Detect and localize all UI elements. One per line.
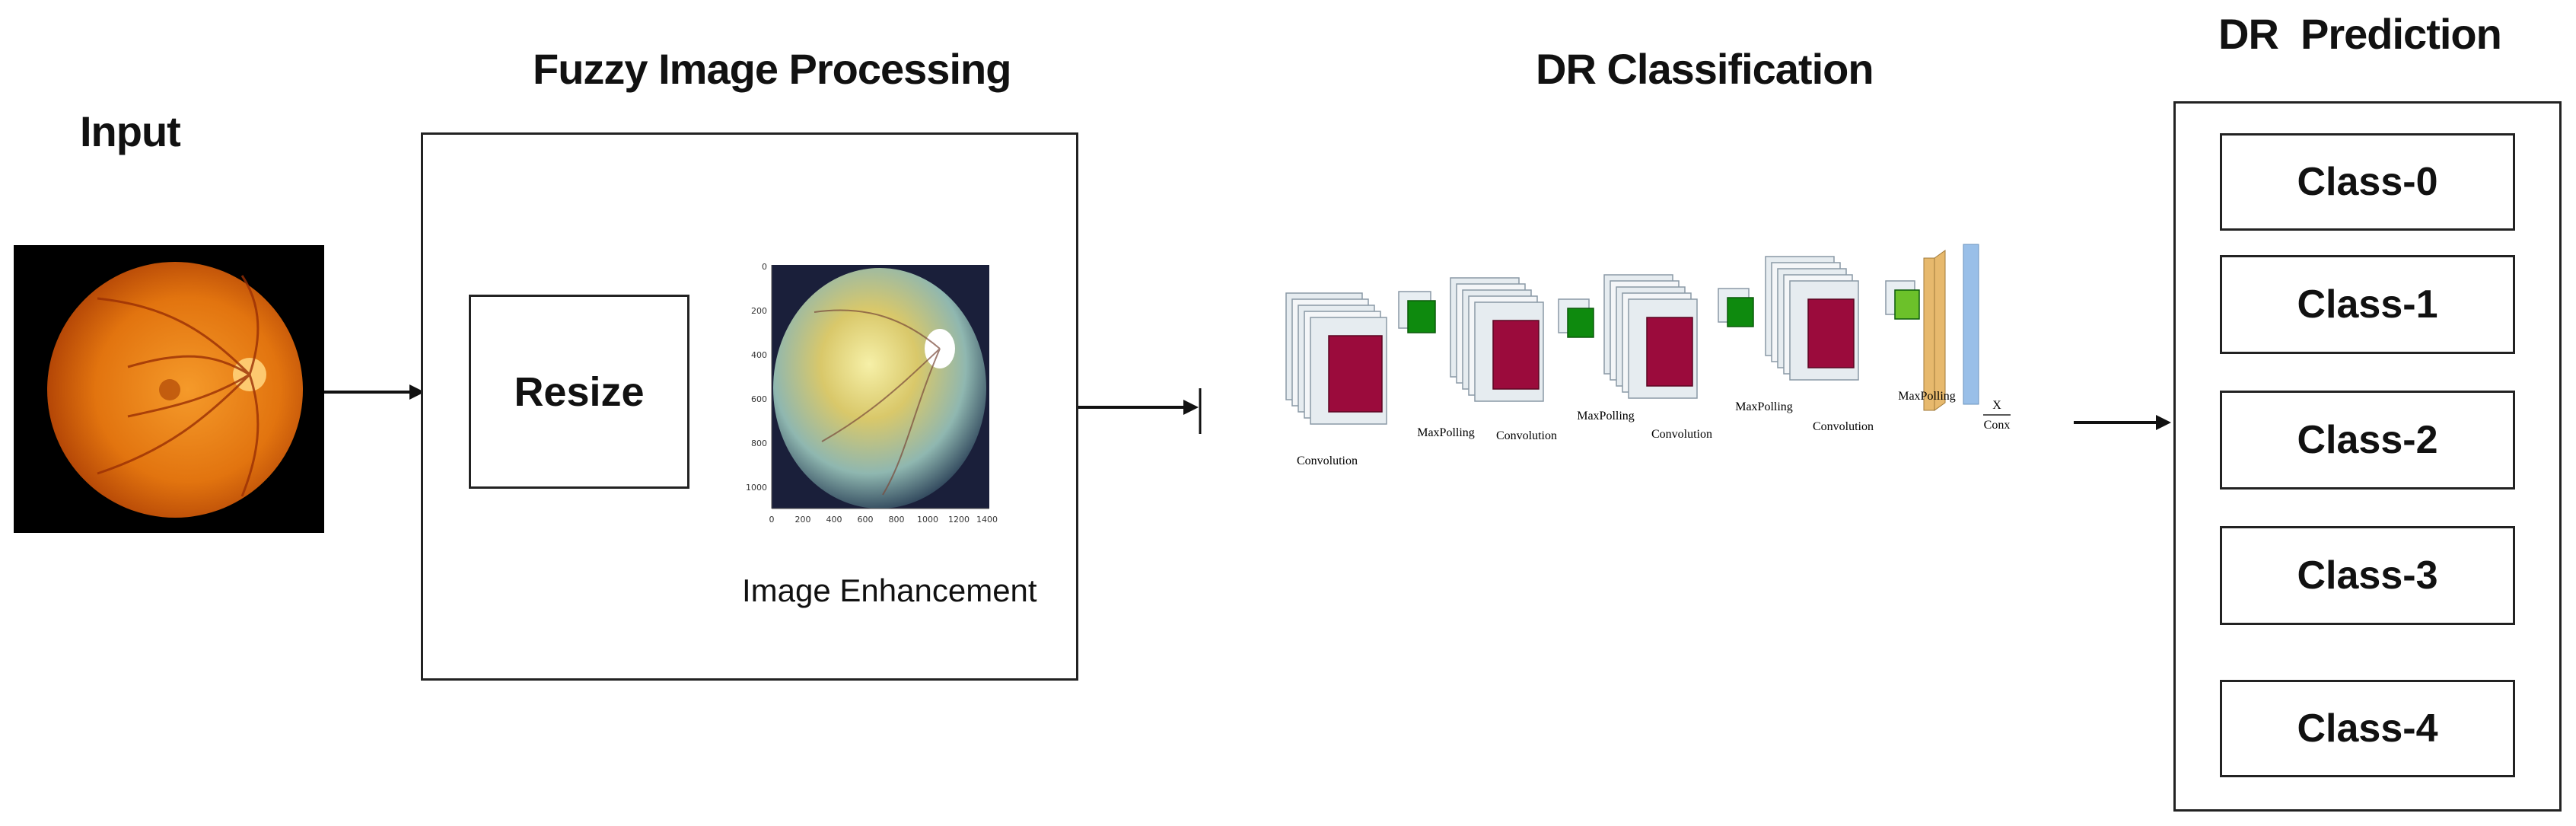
input-retina-image	[14, 245, 324, 533]
cnn-architecture: Convolution MaxPolling Convolution MaxPo…	[1285, 244, 2011, 467]
conv-label: Convolution	[1297, 454, 1358, 467]
resize-label: Resize	[514, 368, 645, 415]
dense-layer	[1934, 250, 1946, 411]
x-tick: 1400	[976, 515, 998, 525]
input-title: Input	[80, 107, 181, 155]
enhanced-image-plot: 0 200 400 600 800 1000 0 200 400 600 800…	[731, 259, 1035, 548]
retina-fundus-icon	[47, 262, 303, 518]
y-tick: 600	[751, 394, 767, 404]
y-tick: 200	[751, 306, 767, 316]
y-tick: 800	[751, 439, 767, 448]
resize-box: Resize	[469, 295, 689, 489]
pool-label: MaxPolling	[1735, 400, 1793, 413]
dr-prediction-title: DR Prediction	[2218, 10, 2502, 58]
arrow-classification-to-prediction	[2074, 415, 2171, 430]
pool-layer-4-block	[1894, 289, 1920, 320]
conv-layer-4-conv	[1807, 298, 1855, 368]
x-tick: 0	[769, 515, 775, 525]
pool-layer-2-block	[1567, 308, 1594, 338]
class-box-1: Class-1	[2220, 255, 2515, 354]
y-tick: 0	[762, 262, 767, 272]
plot-x-ticks: 0 200 400 600 800 1000 1200 1400	[769, 515, 998, 525]
dr-classification-title: DR Classification	[1536, 45, 1874, 93]
pool-layer-1-block	[1407, 300, 1436, 333]
arrow-input-to-fuzzy	[324, 384, 425, 400]
conv-layer-2-conv	[1492, 320, 1540, 390]
x-tick: 600	[858, 515, 874, 525]
image-enhancement-label: Image Enhancement	[742, 572, 1037, 608]
output-numerator: X	[1992, 399, 2001, 412]
dense-layer-face	[1923, 257, 1935, 411]
class-box-3: Class-3	[2220, 526, 2515, 625]
output-layer	[1963, 244, 1979, 405]
x-tick: 400	[826, 515, 842, 525]
conv-label: Convolution	[1813, 420, 1874, 433]
pool-label: MaxPolling	[1898, 390, 1956, 403]
conv-layer-3-conv	[1646, 317, 1693, 387]
class-box-0: Class-0	[2220, 133, 2515, 231]
fuzzy-processing-title: Fuzzy Image Processing	[533, 45, 1011, 93]
x-tick: 800	[889, 515, 905, 525]
y-tick: 400	[751, 350, 767, 360]
y-tick: 1000	[746, 483, 767, 493]
plot-y-ticks: 0 200 400 600 800 1000	[746, 262, 767, 493]
conv-label: Convolution	[1496, 429, 1557, 442]
x-tick: 200	[795, 515, 811, 525]
class-box-2: Class-2	[2220, 391, 2515, 490]
pool-layer-3-block	[1727, 297, 1754, 327]
pool-label: MaxPolling	[1577, 410, 1635, 423]
x-tick: 1000	[917, 515, 938, 525]
output-denominator: Conx	[1984, 419, 2011, 432]
arrow-fuzzy-to-classification	[1078, 388, 1202, 434]
pool-label: MaxPolling	[1417, 426, 1475, 439]
class-box-4: Class-4	[2220, 680, 2515, 777]
conv-layer-1-conv	[1328, 335, 1383, 413]
conv-label: Convolution	[1651, 428, 1712, 441]
x-tick: 1200	[948, 515, 970, 525]
